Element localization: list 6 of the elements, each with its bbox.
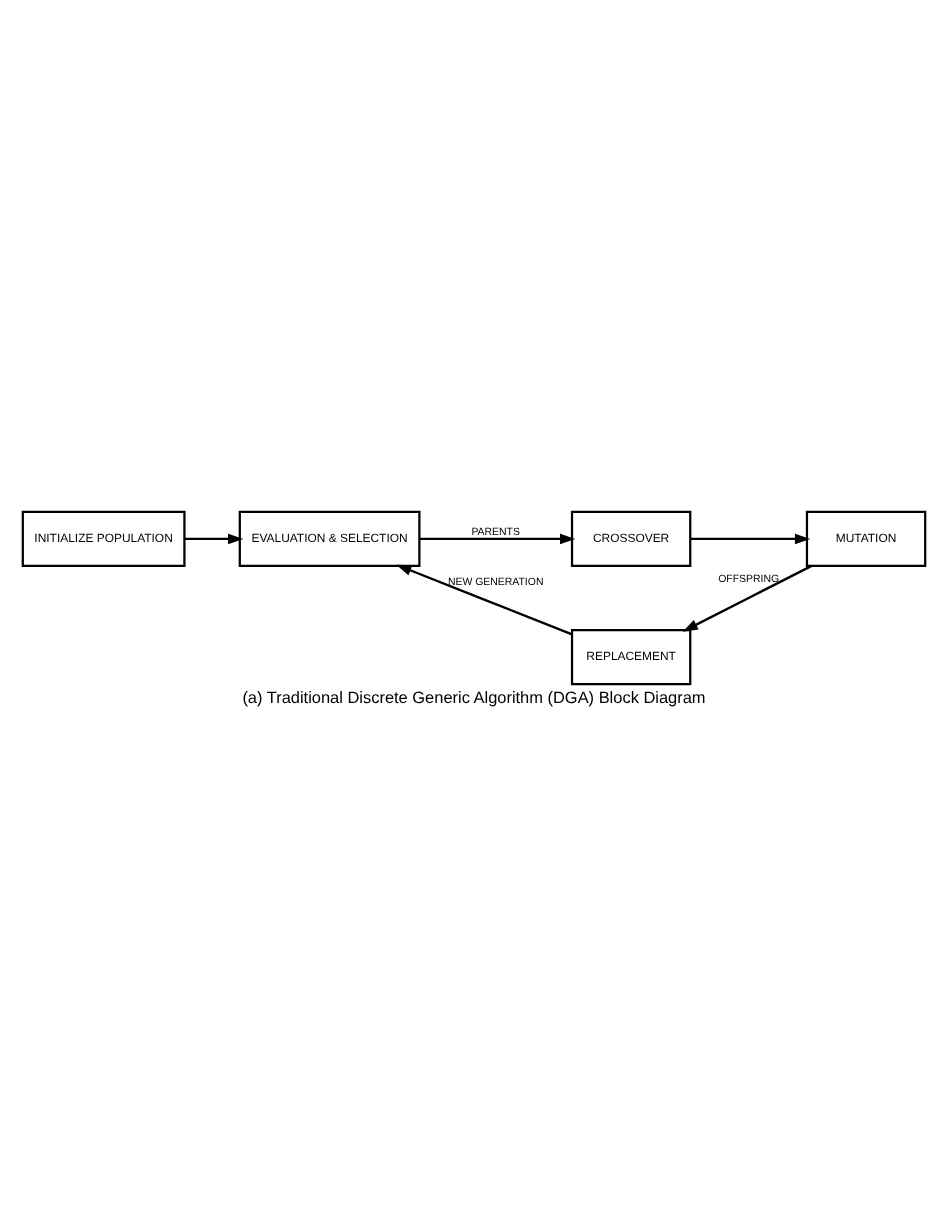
arrow — [682, 564, 813, 632]
arrow — [690, 533, 811, 545]
arrow — [185, 533, 244, 545]
arrow — [419, 533, 576, 545]
arrow — [396, 564, 573, 636]
caption: (a) Traditional Discrete Generic Algorithm (DGA) Block Diagram — [242, 689, 706, 708]
